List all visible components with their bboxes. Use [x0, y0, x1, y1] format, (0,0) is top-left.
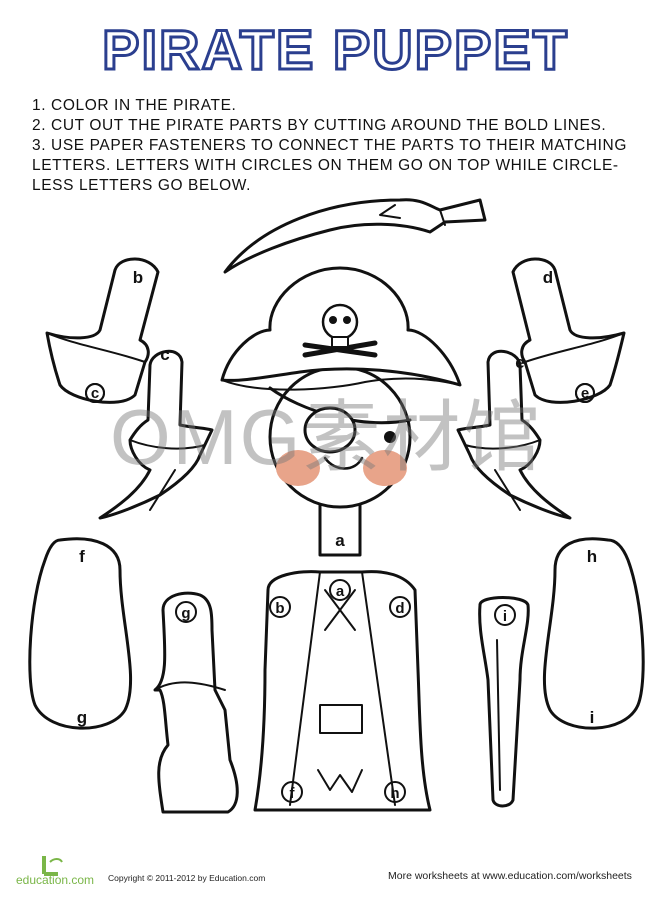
label-peg-i-circled: i	[503, 608, 507, 625]
instructions: 1. COLOR IN THE PIRATE. 2. CUT OUT THE P…	[32, 96, 652, 196]
book-icon	[42, 856, 58, 876]
logo-wordmark[interactable]: education.com	[16, 873, 94, 887]
label-body-b-circled: b	[275, 600, 284, 617]
label-right-arm-e-circled: e	[581, 385, 589, 402]
label-right-arm-d: d	[543, 268, 553, 287]
label-left-arm-b: b	[133, 268, 143, 287]
logo-suffix: .com	[68, 873, 95, 887]
label-boot-g-circled: g	[181, 605, 190, 622]
label-left-leg-g: g	[77, 708, 87, 727]
left-lower-arm-part	[98, 350, 214, 520]
more-worksheets-link[interactable]: More worksheets at www.education.com/wor…	[388, 870, 632, 882]
label-right-lower-arm-e: e	[515, 353, 524, 372]
right-upper-arm-part	[511, 257, 626, 404]
copyright-text: Copyright © 2011-2012 by Education.com	[108, 873, 266, 883]
label-body-d-circled: d	[395, 600, 404, 617]
label-body-h-circled: h	[390, 785, 399, 802]
instruction-line-2: 2. CUT OUT THE PIRATE PARTS BY CUTTING A…	[32, 117, 607, 134]
logo-text: education	[16, 873, 69, 887]
right-lower-arm-part	[456, 350, 572, 520]
label-body-f-circled: f	[290, 785, 296, 802]
label-left-leg-f: f	[79, 547, 85, 566]
label-head-a: a	[335, 531, 345, 550]
label-left-arm-c-circled: c	[91, 385, 99, 402]
label-right-leg-h: h	[587, 547, 597, 566]
label-right-leg-i: i	[590, 708, 595, 727]
label-body-a-circled: a	[336, 583, 345, 600]
pirate-head-part	[220, 266, 462, 557]
instruction-line-4: LETTERS. LETTERS WITH CIRCLES ON THEM GO…	[32, 157, 619, 174]
instruction-line-5: LESS LETTERS GO BELOW.	[32, 177, 252, 194]
watermark: OMG素材馆	[110, 393, 543, 481]
instruction-line-1: 1. COLOR IN THE PIRATE.	[32, 97, 237, 114]
label-left-lower-arm-c: c	[160, 345, 169, 364]
sword-part	[223, 198, 487, 274]
education-logo	[42, 856, 63, 876]
instruction-line-3: 3. USE PAPER FASTENERS TO CONNECT THE PA…	[32, 137, 628, 154]
peg-leg-part	[478, 596, 530, 808]
pirate-body-part	[253, 570, 432, 812]
right-upper-leg-part	[542, 537, 645, 730]
left-boot-part	[153, 591, 239, 814]
page-title: PIRATE PUPPET	[101, 18, 569, 81]
left-upper-leg-part	[28, 537, 133, 730]
